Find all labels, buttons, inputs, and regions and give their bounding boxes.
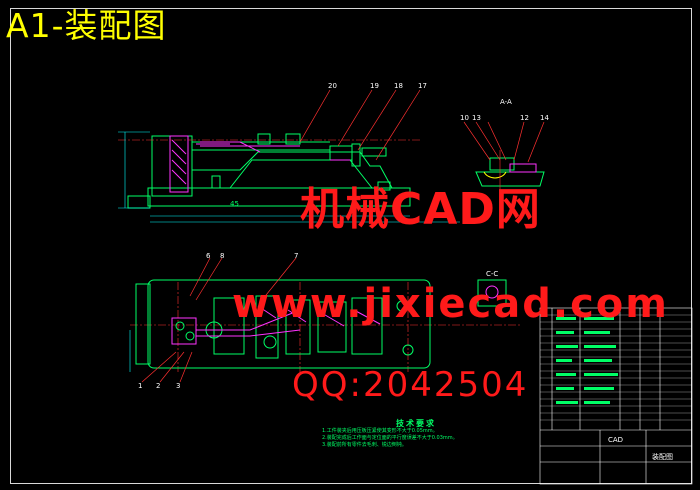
balloon-10: 10 [460, 114, 469, 122]
front-view [127, 133, 411, 209]
watermark-line-2: www.jixiecad.com [232, 281, 669, 327]
balloon-12: 12 [520, 114, 529, 122]
balloon-7: 7 [294, 252, 299, 260]
balloon-45: 45 [230, 200, 239, 208]
title-block-name: 装配图 [652, 453, 673, 461]
balloon-20: 20 [328, 82, 337, 90]
title-block-code: CAD [608, 436, 624, 444]
balloon-1: 1 [138, 382, 143, 390]
section-c-c-label: C-C [486, 270, 499, 278]
watermark-line-3: QQ:2042504 [292, 365, 529, 405]
balloon-2: 2 [156, 382, 161, 390]
sheet-title: A1-装配图 [6, 6, 167, 45]
watermark-line-1: 机械CAD网 [300, 184, 541, 235]
balloon-8: 8 [220, 252, 225, 260]
parts-list [539, 307, 693, 485]
plan-hatching [257, 305, 381, 327]
tech-requirements: 1.工件装夹后用压板压紧使其变形不大于0.05mm。 2.装配完成后工作面与定位… [322, 428, 532, 449]
balloon-14: 14 [540, 114, 549, 122]
balloon-6: 6 [206, 252, 211, 260]
section-a-a-label: A-A [500, 98, 512, 106]
tech-requirement-item: 1.工件装夹后用压板压紧使其变形不大于0.05mm。 [322, 428, 438, 434]
parts-list-rows [540, 314, 692, 421]
balloon-18: 18 [394, 82, 403, 90]
tech-requirement-item: 2.装配完成后工作面与定位面的平行度误差不大于0.03mm。 [322, 435, 458, 441]
balloon-17: 17 [418, 82, 427, 90]
parts-list-entries [556, 317, 618, 404]
tech-requirements-title: 技术要求 [396, 419, 436, 428]
drawing-border [10, 8, 692, 484]
center-lines [118, 139, 520, 372]
balloon-19: 19 [370, 82, 379, 90]
balloon-3: 3 [176, 382, 181, 390]
tech-requirement-item: 3.装配前所有零件去毛刺、锐边倒钝。 [322, 442, 407, 448]
dimension-lines [118, 131, 460, 372]
balloon-13: 13 [472, 114, 481, 122]
section-a-a [475, 150, 545, 196]
leader-lines [141, 89, 545, 383]
plan-view [135, 279, 507, 369]
hatching [171, 139, 350, 185]
